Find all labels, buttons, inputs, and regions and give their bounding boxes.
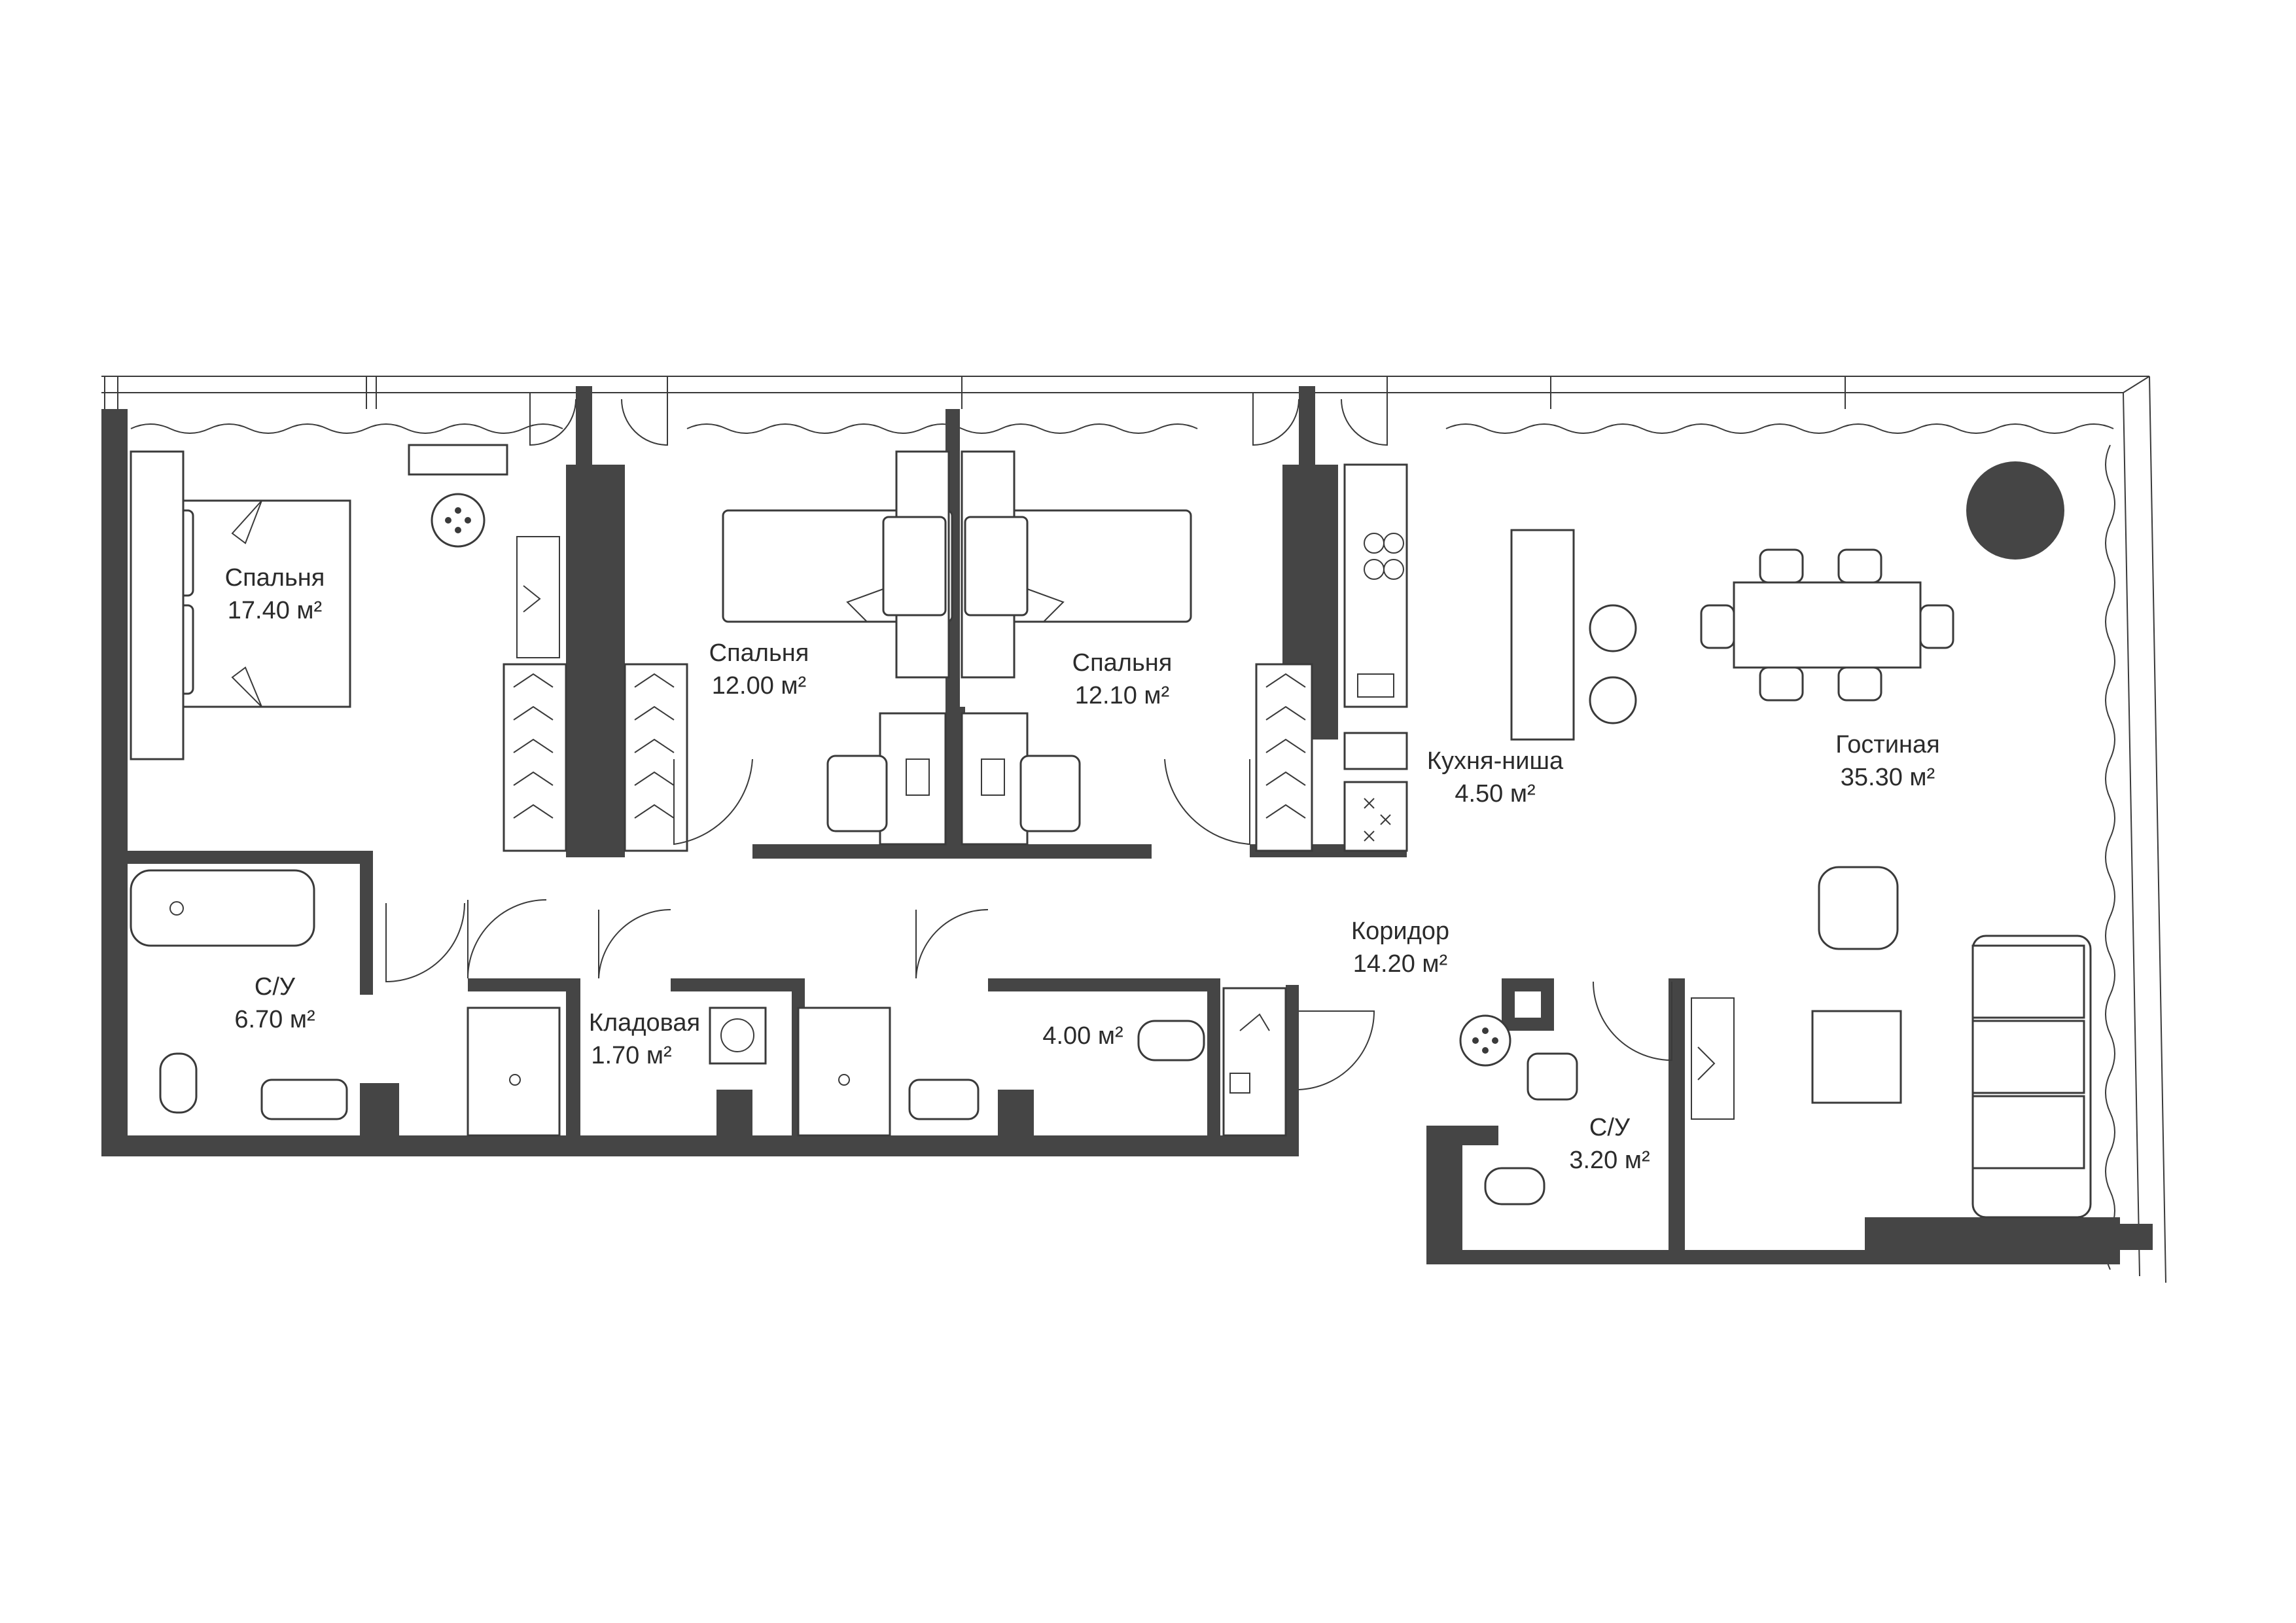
coffee-table [1811, 1010, 1902, 1104]
plant-icon [1459, 1014, 1511, 1067]
living-area: 35.30 м² [1841, 764, 1935, 791]
wardrobe-icon [1255, 663, 1408, 852]
wardrobe-icon [1222, 987, 1287, 1137]
bathroom-3-name: С/У [1589, 1114, 1631, 1141]
plant-icon [408, 444, 508, 548]
corridor-name: Коридор [1351, 918, 1449, 945]
storage-name: Кладовая [589, 1009, 700, 1037]
bedroom-3-name: Спальня [1072, 649, 1173, 677]
sofa-icon [1971, 935, 2092, 1219]
bathroom-1-area: 6.70 м² [234, 1006, 315, 1033]
kitchen-area: 4.50 м² [1455, 780, 1535, 808]
facade-glazing [101, 376, 2166, 1283]
bed-icon [130, 450, 351, 760]
door-icon [385, 899, 1672, 1090]
bar-counter [1510, 529, 1637, 741]
door-icon [1252, 393, 1388, 446]
sink-icon [260, 1007, 1578, 1137]
bathtub-icon [130, 869, 315, 947]
bedroom-2-area: 12.00 м² [712, 672, 806, 700]
dining-table-icon [1700, 548, 1954, 702]
door-icon [673, 758, 1250, 846]
kitchen-name: Кухня-ниша [1427, 747, 1564, 775]
corridor-area: 14.20 м² [1353, 950, 1447, 978]
toilet-icon [159, 1020, 1545, 1205]
column-icon [1966, 461, 2064, 560]
room-labels: Спальня 17.40 м² Спальня 12.00 м² Спальн… [225, 564, 1940, 1174]
bedroom-2-name: Спальня [709, 639, 809, 667]
wardrobe-icon [1691, 997, 1735, 1120]
door-icon [529, 393, 668, 446]
bedroom-1-area: 17.40 м² [228, 597, 322, 624]
bedroom-3-area: 12.10 м² [1075, 682, 1169, 709]
living-name: Гостиная [1835, 731, 1940, 758]
washing-machine-icon [709, 1007, 767, 1065]
bed-icon [961, 450, 1192, 679]
bathroom-1-name: С/У [255, 973, 296, 1001]
bathroom-3-area: 3.20 м² [1569, 1147, 1650, 1174]
bed-icon [722, 450, 953, 679]
wardrobe-icon [503, 536, 688, 852]
curtains [130, 423, 2115, 1270]
stove-icon [1343, 463, 1408, 708]
bedroom-1-name: Спальня [225, 564, 325, 592]
armchair-icon [1818, 866, 1899, 950]
desk-icon [826, 712, 1081, 846]
bathroom-2-area: 4.00 м² [1042, 1022, 1123, 1050]
storage-area: 1.70 м² [591, 1042, 671, 1069]
